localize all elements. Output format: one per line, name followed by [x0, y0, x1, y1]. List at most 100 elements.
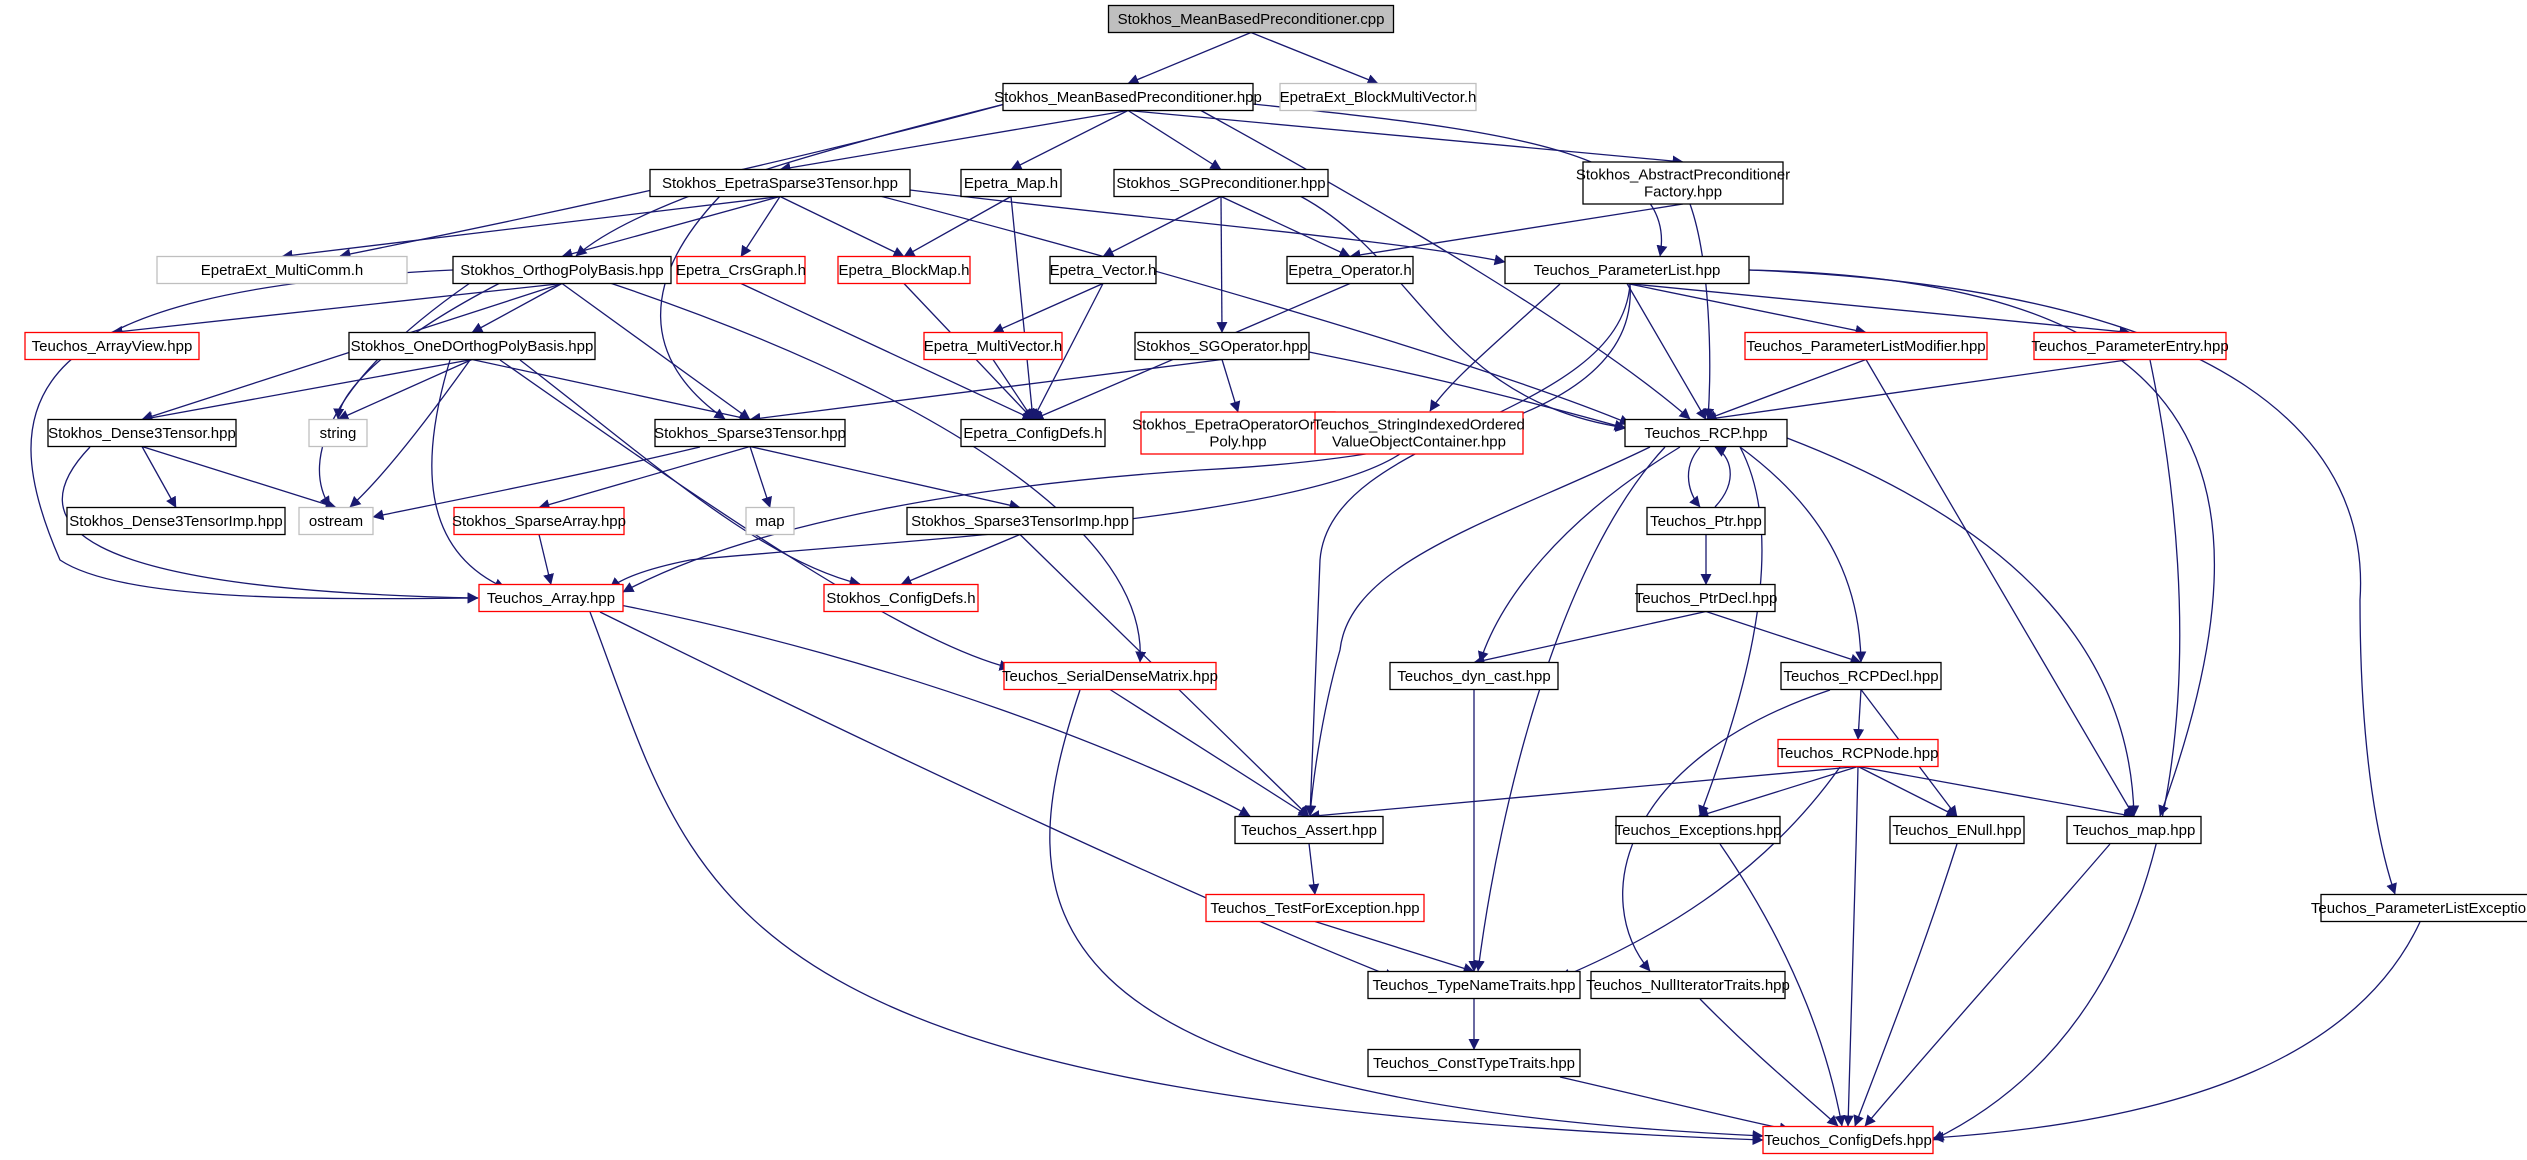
node-n18[interactable]: Teuchos_ParameterListModifier.hpp — [1744, 331, 1988, 361]
node-n13[interactable]: Teuchos_ParameterList.hpp — [1504, 255, 1750, 285]
edge-n8-to-n15 — [471, 282, 563, 334]
node-n39[interactable]: Teuchos_RCPNode.hpp — [1777, 738, 1939, 768]
node-n37[interactable]: Teuchos_dyn_cast.hpp — [1389, 661, 1559, 691]
node-label: Teuchos_ArrayView.hpp — [32, 338, 193, 355]
node-n19[interactable]: Teuchos_ParameterEntry.hpp — [2031, 331, 2229, 361]
edge-n3-to-n7 — [281, 195, 781, 261]
node-box — [1279, 82, 1477, 112]
node-n14[interactable]: Teuchos_ArrayView.hpp — [24, 331, 200, 361]
node-label: Epetra_CrsGraph.h — [676, 262, 806, 279]
node-n31[interactable]: Stokhos_Sparse3TensorImp.hpp — [906, 506, 1134, 536]
node-n45[interactable]: Teuchos_ParameterListExceptions.hpp — [2311, 893, 2527, 923]
node-n43[interactable]: Teuchos_map.hpp — [2066, 815, 2202, 845]
edge-n13-to-n33 — [622, 283, 1631, 593]
node-n32[interactable]: Teuchos_Ptr.hpp — [1646, 506, 1766, 536]
node-n36[interactable]: Teuchos_SerialDenseMatrix.hpp — [1002, 661, 1218, 691]
edge-n17-to-n26 — [1308, 351, 1626, 431]
edge-n39-to-n46 — [1559, 766, 1841, 980]
edge-n15-to-n22 — [471, 358, 751, 423]
node-n11[interactable]: Epetra_Vector.h — [1049, 255, 1157, 285]
edge-n38-to-n39 — [1853, 689, 1865, 741]
node-label: ValueObjectContainer.hpp — [1332, 434, 1506, 451]
node-n6[interactable]: Stokhos_AbstractPreconditionerFactory.hp… — [1576, 161, 1790, 205]
node-n46[interactable]: Teuchos_TypeNameTraits.hpp — [1367, 970, 1581, 1000]
node-n8[interactable]: Stokhos_OrthogPolyBasis.hpp — [452, 255, 672, 285]
node-label: Teuchos_RCP.hpp — [1644, 425, 1767, 442]
edge-n20-to-n28 — [141, 445, 337, 510]
node-label: Teuchos_ParameterListExceptions.hpp — [2311, 900, 2527, 917]
node-label: Epetra_MultiVector.h — [924, 338, 1062, 355]
node-box — [1780, 661, 1942, 691]
node-n35[interactable]: Teuchos_PtrDecl.hpp — [1635, 583, 1778, 613]
edges-layer — [30, 31, 2421, 1146]
edge-n16-to-n23 — [992, 359, 1034, 420]
node-n29: map — [745, 506, 795, 536]
edge-n13-to-n45 — [1748, 269, 2397, 895]
node-n22[interactable]: Stokhos_Sparse3Tensor.hpp — [654, 418, 846, 448]
node-n48[interactable]: Teuchos_ConstTypeTraits.hpp — [1367, 1048, 1581, 1078]
node-n12[interactable]: Epetra_Operator.h — [1286, 255, 1414, 285]
edge-n5-to-n11 — [1102, 195, 1222, 258]
node-label: Teuchos_TypeNameTraits.hpp — [1373, 977, 1576, 994]
node-box — [1389, 661, 1559, 691]
node-n9[interactable]: Epetra_CrsGraph.h — [676, 255, 806, 285]
node-n23[interactable]: Epetra_ConfigDefs.h — [960, 418, 1106, 448]
node-label: Teuchos_Ptr.hpp — [1650, 513, 1762, 530]
node-n38[interactable]: Teuchos_RCPDecl.hpp — [1780, 661, 1942, 691]
node-box — [1646, 506, 1766, 536]
edge-n45-to-n49 — [1932, 921, 2421, 1143]
edge-n31-to-n34 — [900, 533, 1021, 586]
node-n44[interactable]: Teuchos_TestForException.hpp — [1205, 893, 1425, 923]
node-n33[interactable]: Teuchos_Array.hpp — [478, 583, 624, 613]
edge-n13-to-n40 — [1304, 283, 1631, 817]
edge-n1-to-n4 — [1010, 109, 1129, 171]
node-n25[interactable]: Teuchos_StringIndexedOrderedValueObjectC… — [1313, 411, 1525, 455]
node-label: Stokhos_Dense3TensorImp.hpp — [69, 513, 282, 530]
node-label: Stokhos_EpetraSparse3Tensor.hpp — [662, 175, 898, 192]
edge-n18-to-n43 — [1865, 359, 2135, 817]
node-n41[interactable]: Teuchos_Exceptions.hpp — [1615, 815, 1782, 845]
node-n0[interactable]: Stokhos_MeanBasedPreconditioner.cpp — [1107, 4, 1395, 34]
node-n17[interactable]: Stokhos_SGOperator.hpp — [1134, 331, 1310, 361]
edge-n26-to-n37 — [1477, 446, 1681, 663]
node-n34[interactable]: Stokhos_ConfigDefs.h — [823, 583, 979, 613]
node-label: Teuchos_ParameterEntry.hpp — [2031, 338, 2228, 355]
node-n30[interactable]: Stokhos_SparseArray.hpp — [452, 506, 626, 536]
node-n42[interactable]: Teuchos_ENull.hpp — [1889, 815, 2025, 845]
edge-n4-to-n10 — [903, 195, 1012, 258]
node-box — [298, 506, 374, 536]
node-n40[interactable]: Teuchos_Assert.hpp — [1234, 815, 1384, 845]
node-label: Epetra_Operator.h — [1288, 262, 1411, 279]
node-box — [2320, 893, 2527, 923]
node-label: Epetra_ConfigDefs.h — [963, 425, 1102, 442]
edge-n20-to-n33 — [61, 446, 479, 604]
node-label: Stokhos_MeanBasedPreconditioner.hpp — [994, 89, 1262, 106]
node-n27[interactable]: Stokhos_Dense3TensorImp.hpp — [66, 506, 286, 536]
edge-n3-to-n10 — [779, 195, 905, 258]
edge-n26-to-n46 — [1473, 446, 1666, 972]
node-n4[interactable]: Epetra_Map.h — [960, 168, 1062, 198]
node-n26[interactable]: Teuchos_RCP.hpp — [1624, 418, 1788, 448]
edge-n0-to-n2 — [1250, 31, 1379, 85]
node-n1[interactable]: Stokhos_MeanBasedPreconditioner.hpp — [994, 82, 1262, 112]
node-n15[interactable]: Stokhos_OneDOrthogPolyBasis.hpp — [348, 331, 596, 361]
node-n16[interactable]: Epetra_MultiVector.h — [923, 331, 1063, 361]
edge-n39-to-n42 — [1857, 765, 1958, 818]
node-box — [960, 418, 1106, 448]
node-n47[interactable]: Teuchos_NullIteratorTraits.hpp — [1586, 970, 1790, 1000]
node-n3[interactable]: Stokhos_EpetraSparse3Tensor.hpp — [649, 168, 911, 198]
edge-n5-to-n26 — [1299, 195, 1627, 432]
node-n20[interactable]: Stokhos_Dense3Tensor.hpp — [47, 418, 237, 448]
node-n10[interactable]: Epetra_BlockMap.h — [837, 255, 971, 285]
edge-n44-to-n46 — [1314, 920, 1475, 974]
node-n5[interactable]: Stokhos_SGPreconditioner.hpp — [1113, 168, 1329, 198]
node-label: Teuchos_SerialDenseMatrix.hpp — [1002, 668, 1218, 685]
node-box — [1314, 411, 1524, 455]
node-label: Stokhos_Sparse3TensorImp.hpp — [911, 513, 1129, 530]
edge-n19-to-n49 — [1932, 359, 2181, 1141]
node-n49[interactable]: Teuchos_ConfigDefs.hpp — [1762, 1125, 1934, 1155]
edge-n47-to-n49 — [1699, 998, 1839, 1127]
edge-n5-to-n12 — [1220, 195, 1351, 258]
